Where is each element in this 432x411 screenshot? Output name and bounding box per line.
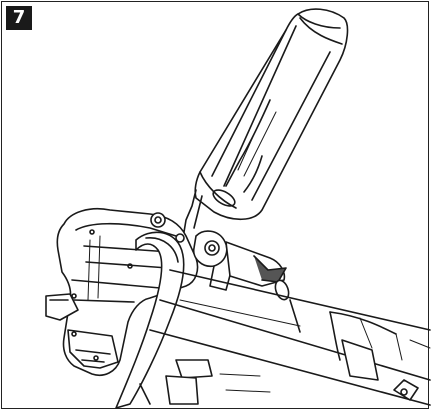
step-number-badge: 7 bbox=[6, 6, 32, 30]
nozzle-tube bbox=[183, 8, 349, 233]
blower-body bbox=[45, 208, 431, 409]
